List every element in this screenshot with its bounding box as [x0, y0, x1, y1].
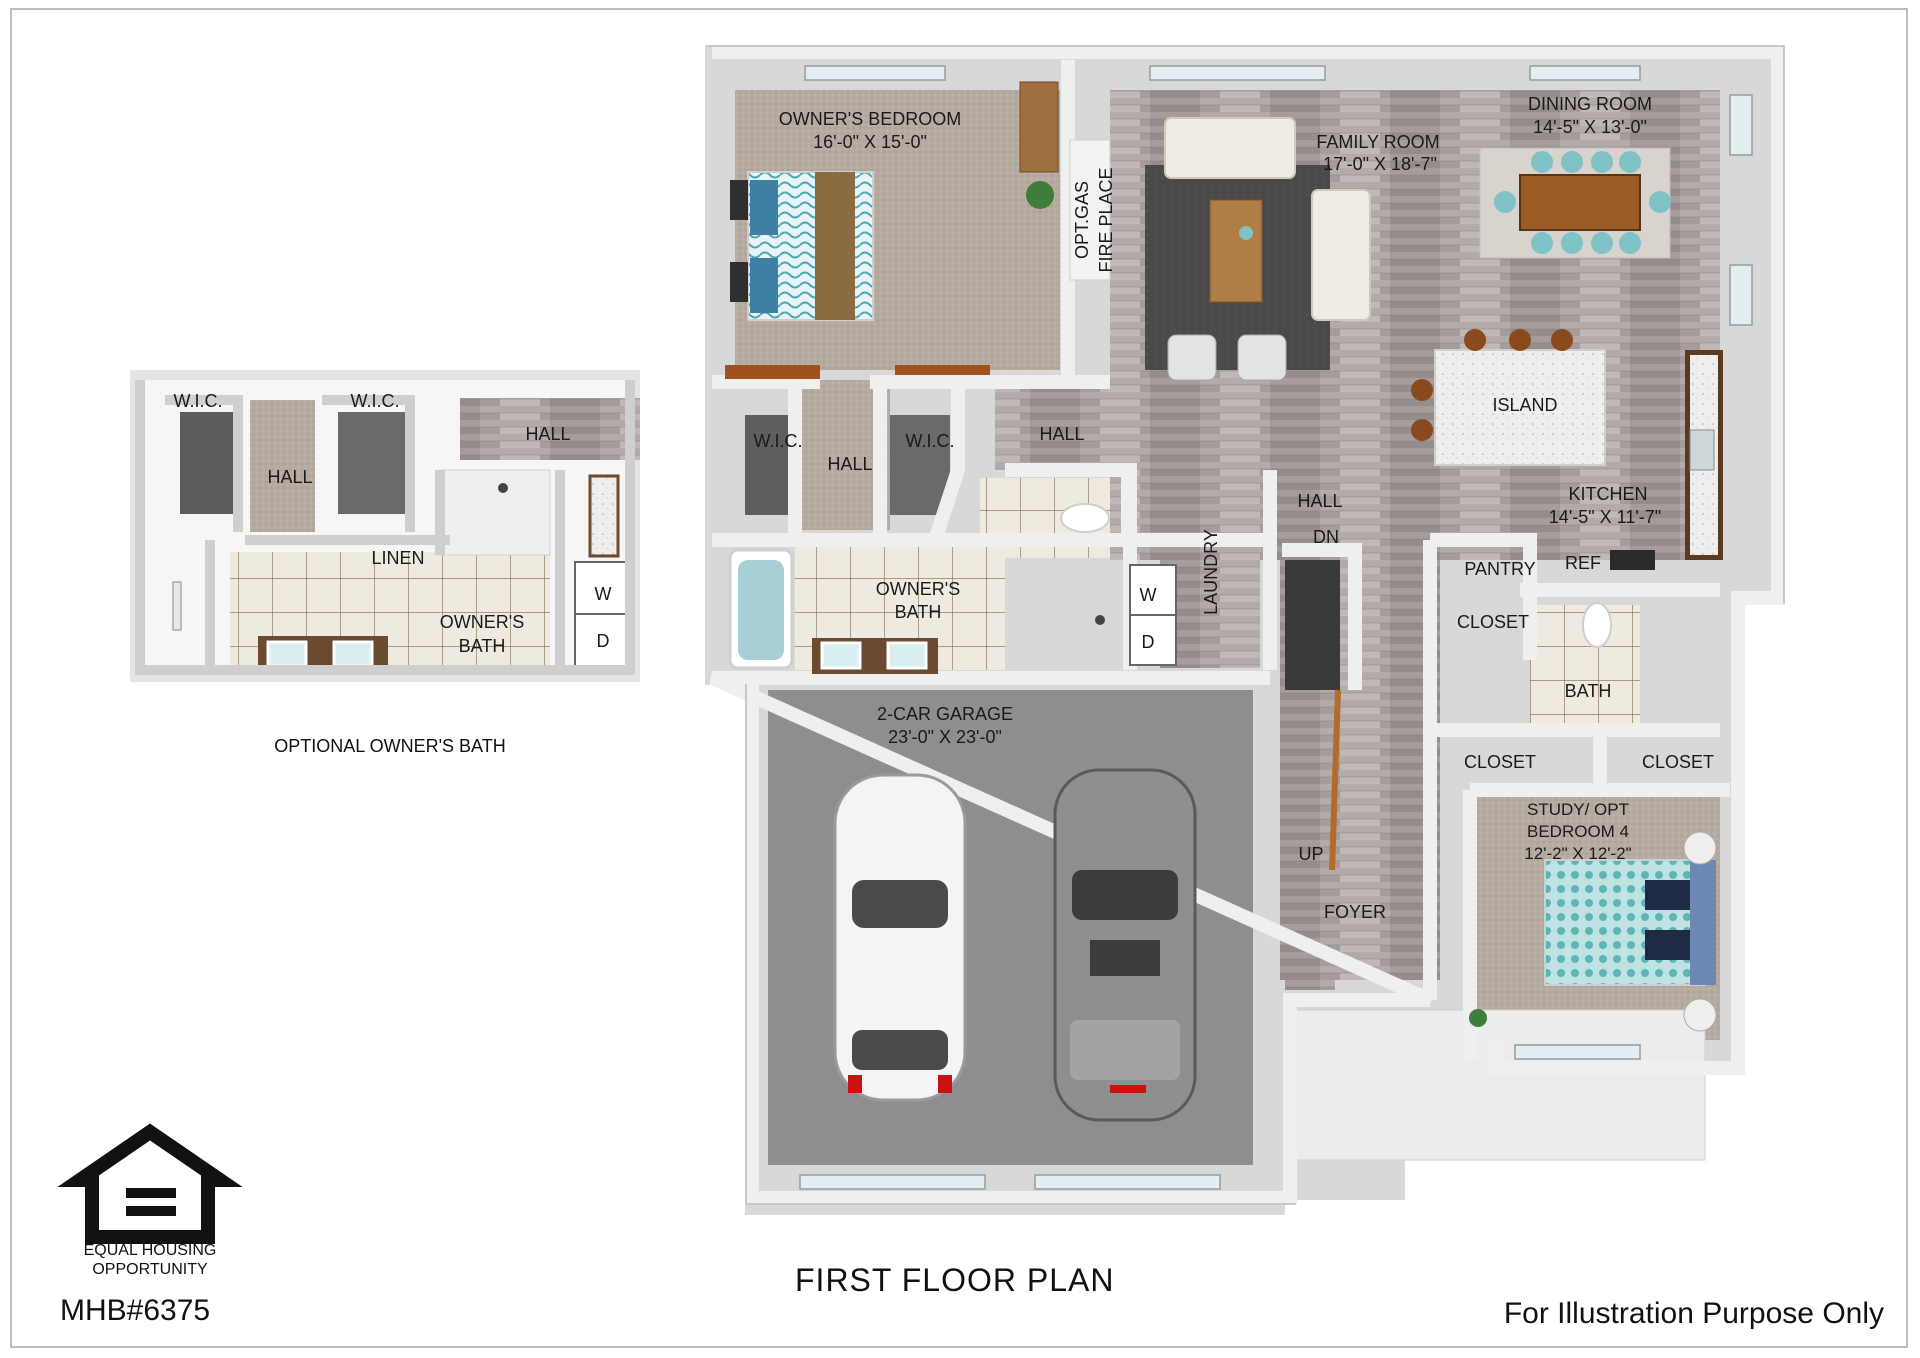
optional-owners-bath-plan	[130, 370, 640, 682]
equal-housing-logo-icon	[57, 1123, 243, 1244]
plan-title-text: FIRST FLOOR PLAN	[795, 1262, 1115, 1298]
wic-label: W.I.C.	[174, 391, 223, 411]
hall-label: HALL	[1039, 424, 1084, 444]
island-label: ISLAND	[1492, 395, 1557, 415]
washer-label: W	[1140, 585, 1157, 605]
dining-table	[1519, 174, 1641, 231]
wic-label: W.I.C.	[754, 431, 803, 451]
wic-label: W.I.C.	[906, 431, 955, 451]
stairs-down-label: DN	[1313, 527, 1339, 547]
logo-line: OPPORTUNITY	[92, 1261, 208, 1278]
closet-label: CLOSET	[1642, 752, 1714, 772]
plan-reference-code: MHB#6375	[60, 1294, 211, 1327]
sink-icon	[886, 641, 928, 670]
desk	[1019, 81, 1059, 173]
hall-floor	[460, 398, 640, 460]
wic-floor	[180, 412, 238, 514]
laundry-label: LAUNDRY	[1201, 529, 1221, 615]
foyer-label: FOYER	[1324, 902, 1386, 922]
owners-bath-label: OWNER'S	[440, 612, 524, 632]
sofa	[1311, 189, 1371, 321]
sink-icon	[820, 641, 862, 670]
closet-label: CLOSET	[1457, 612, 1529, 632]
sink-icon	[1689, 429, 1715, 471]
first-floor-plan	[705, 45, 1785, 1215]
armchair	[1237, 334, 1287, 381]
owners-bath-label: BATH	[895, 602, 942, 622]
shower-head-icon	[498, 483, 508, 493]
study-size: 12'-2" X 12'-2"	[1524, 844, 1631, 863]
hall-label: HALL	[1297, 491, 1342, 511]
linen-label: LINEN	[371, 548, 424, 568]
dryer-label: D	[597, 631, 610, 651]
first-floor-labels: OWNER'S BEDROOM 16'-0" X 15'-0" OPT.GAS …	[754, 94, 1715, 922]
owners-bath-label: OWNER'S	[876, 579, 960, 599]
stairs-up-label: UP	[1298, 844, 1323, 864]
equal-housing-text: EQUAL HOUSING OPPORTUNITY	[60, 1241, 240, 1279]
gray-car	[1053, 768, 1197, 1122]
dining-room-size: 14'-5" X 13'-0"	[1533, 117, 1647, 137]
plant-icon	[1469, 1009, 1487, 1027]
fireplace	[1069, 139, 1111, 281]
shower-head-icon	[1095, 615, 1105, 625]
dryer	[1129, 614, 1177, 666]
dining-room-label: DINING ROOM	[1528, 94, 1652, 114]
hall-label: HALL	[267, 467, 312, 487]
range	[1610, 550, 1655, 570]
windows	[799, 65, 1753, 1190]
sofa	[1164, 117, 1296, 179]
kitchen-size: 14'-5" X 11'-7"	[1549, 507, 1661, 527]
armchair	[1167, 334, 1217, 381]
dryer-label: D	[1142, 632, 1155, 652]
hall-label: HALL	[525, 424, 570, 444]
shower	[439, 469, 551, 556]
pantry-label: PANTRY	[1464, 559, 1535, 579]
optional-owners-bath-labels: W.I.C. W.I.C. HALL HALL LINEN OWNER'S BA…	[174, 391, 612, 656]
fireplace-label: OPT.GAS	[1072, 181, 1092, 259]
owners-bath-label: BATH	[459, 636, 506, 656]
washer-label: W	[595, 584, 612, 604]
washer	[574, 561, 634, 615]
page-frame	[10, 8, 1908, 1348]
toilet-icon	[1060, 503, 1110, 533]
toilet-icon	[1582, 602, 1612, 648]
dining-chairs	[1494, 151, 1671, 254]
kitchen-island	[1434, 349, 1606, 466]
logo-line: EQUAL HOUSING	[83, 1242, 217, 1259]
study-bed	[1544, 859, 1716, 986]
owners-bedroom-size: 16'-0" X 15'-0"	[813, 132, 927, 152]
disclaimer-text: For Illustration Purpose Only	[1503, 1297, 1884, 1330]
hall-floor	[250, 400, 315, 532]
optional-bath-caption: OPTIONAL OWNER'S BATH	[274, 736, 506, 756]
family-room-label: FAMILY ROOM	[1316, 132, 1439, 152]
coffee-table	[1209, 199, 1263, 303]
fireplace-label: FIRE PLACE	[1096, 167, 1116, 272]
study-label: STUDY/ OPT	[1527, 800, 1629, 819]
white-car	[833, 773, 967, 1102]
garage-size: 23'-0" X 23'-0"	[888, 727, 1002, 747]
family-room-size: 17'-0" X 18'-7"	[1323, 154, 1437, 174]
bath-label: BATH	[1565, 681, 1612, 701]
wic-label: W.I.C.	[351, 391, 400, 411]
hall-label: HALL	[827, 454, 872, 474]
staircase	[1285, 560, 1341, 990]
kitchen-label: KITCHEN	[1568, 484, 1647, 504]
closet-label: CLOSET	[1464, 752, 1536, 772]
owners-bedroom-label: OWNER'S BEDROOM	[779, 109, 961, 129]
sink-icon	[266, 640, 308, 668]
bar-stools	[1411, 329, 1573, 441]
wood-floor	[995, 380, 1235, 470]
owners-bed	[730, 171, 874, 321]
plant-icon	[1026, 181, 1054, 209]
refrigerator-label: REF	[1565, 553, 1601, 573]
wic-floor	[338, 412, 406, 514]
study-label: BEDROOM 4	[1527, 822, 1629, 841]
garage-label: 2-CAR GARAGE	[877, 704, 1013, 724]
washer	[1129, 564, 1177, 616]
sink-icon	[332, 640, 374, 668]
